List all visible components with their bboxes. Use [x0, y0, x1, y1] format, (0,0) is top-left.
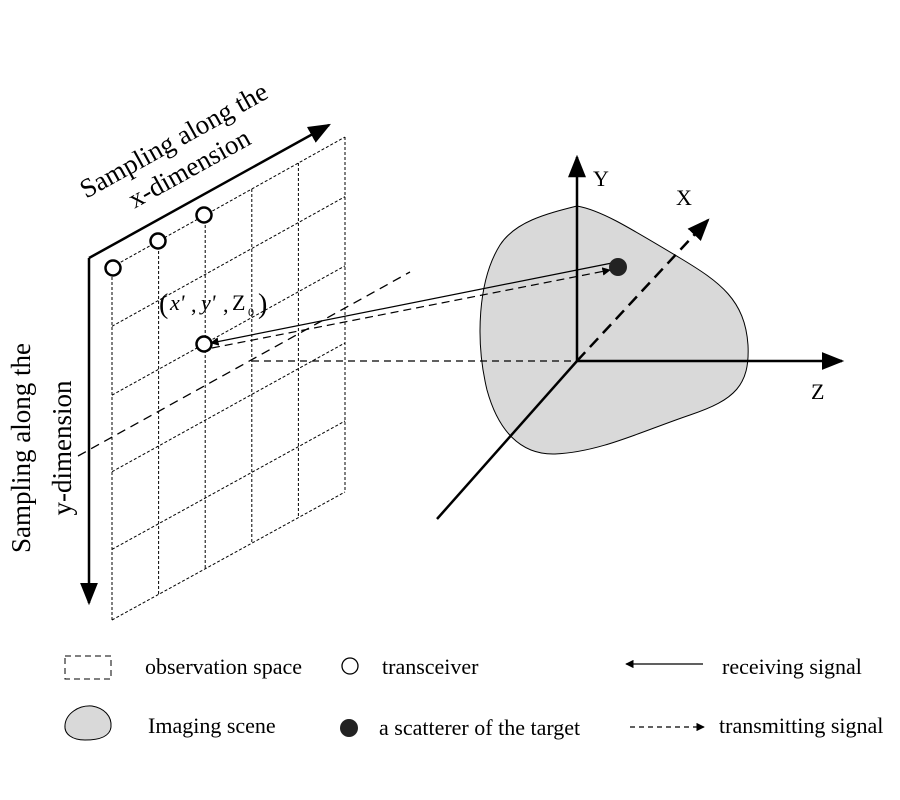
x-axis-negative — [436, 360, 578, 520]
x-axis-positive — [576, 218, 710, 362]
legend-label-scatterer: a scatterer of the target — [379, 715, 580, 740]
grid-row-line — [111, 136, 346, 268]
open-circle-icon — [341, 657, 359, 675]
imaging-scene-blob — [479, 205, 749, 455]
transceiver — [195, 206, 213, 224]
grid-row-line — [111, 491, 346, 621]
legend-label-imaging-scene: Imaging scene — [148, 713, 276, 738]
coord-x: x' — [169, 290, 185, 315]
coord-open-paren: ( — [159, 289, 168, 320]
x-sampling-arrow — [89, 125, 330, 620]
coord-close-paren: ) — [258, 289, 267, 320]
grid-row-line — [111, 265, 346, 396]
axis-y-label: Y — [593, 166, 609, 191]
receiving-signal — [210, 262, 613, 346]
axis-x-label: X — [676, 185, 692, 210]
legend-label-observation-space: observation space — [145, 654, 302, 679]
legend-label-transceiver: transceiver — [382, 654, 479, 679]
grid-row-line — [111, 342, 346, 473]
y-sampling-label-line2: y-dimension — [47, 380, 77, 515]
dashed-rectangle-icon — [64, 655, 112, 680]
gray-blob-icon — [64, 705, 112, 741]
projection-line — [77, 271, 411, 457]
transmitting-signal — [211, 267, 611, 349]
grid-row-line — [111, 196, 346, 327]
coordinate-label: ( x' , y' , Z 0 ) — [159, 289, 267, 320]
x-sampling-label: Sampling along the x-dimension — [75, 76, 273, 214]
legend-label-transmitting-signal: transmitting signal — [719, 713, 883, 738]
y-sampling-label: Sampling along the y-dimension — [6, 343, 77, 553]
grid-row-line — [111, 420, 346, 550]
active-transceiver — [195, 335, 213, 353]
legend: observation space transceiver receiving … — [64, 654, 883, 741]
scatterer — [609, 258, 627, 276]
coord-subscript: 0 — [248, 305, 254, 319]
y-sampling-label-line1: Sampling along the — [6, 343, 36, 553]
x-sampling-arrow-line — [88, 123, 331, 260]
legend-label-receiving-signal: receiving signal — [722, 654, 862, 679]
coord-y: y' — [199, 290, 216, 315]
axis-z-label: Z — [811, 379, 824, 404]
coord-z: Z — [232, 290, 245, 315]
transceiver — [149, 232, 167, 250]
observation-space-grid — [111, 136, 346, 621]
coord-sep1: , — [191, 292, 197, 317]
transceiver — [104, 259, 122, 277]
filled-circle-icon — [340, 719, 358, 737]
coord-sep2: , — [223, 292, 229, 317]
